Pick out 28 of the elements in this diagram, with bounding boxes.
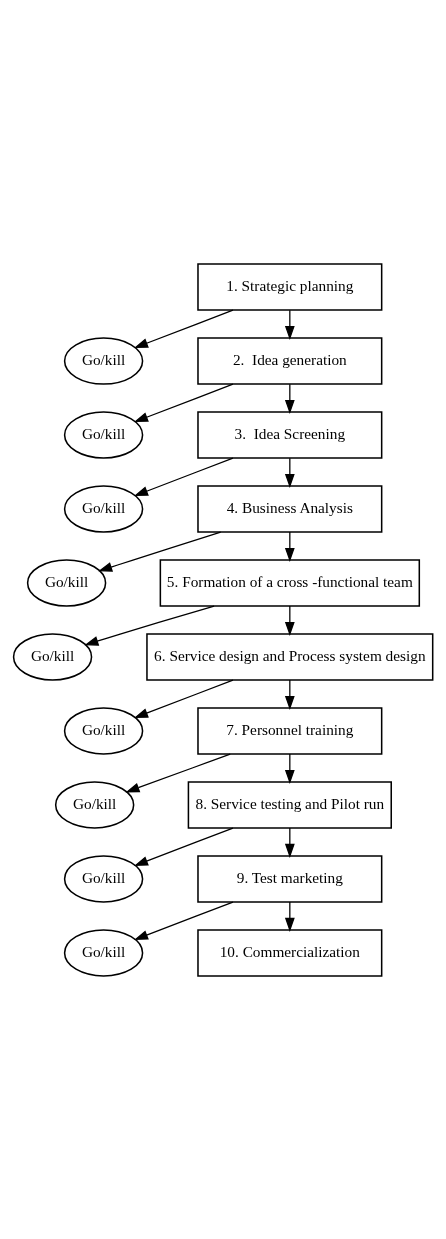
arrow (134, 383, 234, 422)
node-ellipse: Go/kill (63, 928, 144, 977)
arrow (134, 826, 234, 866)
node-box: 10. Commercialization (197, 928, 383, 977)
node-box: 3. Idea Screening (197, 410, 383, 459)
arrow (84, 604, 215, 646)
node-box: 4. Business Analysis (197, 484, 383, 533)
node-box: 2. Idea generation (197, 336, 383, 385)
node-ellipse: Go/kill (63, 706, 144, 755)
arrow (134, 900, 234, 940)
node-ellipse: Go/kill (63, 410, 144, 459)
node-box: 8. Service testing and Pilot run (187, 780, 392, 829)
node-ellipse: Go/kill (63, 336, 144, 385)
arrow (125, 752, 231, 792)
node-box: 1. Strategic planning (197, 262, 383, 311)
node-box: 7. Personnel training (197, 706, 383, 755)
node-box: 5. Formation of a cross -functional team (159, 558, 421, 607)
arrow (134, 457, 234, 496)
node-ellipse: Go/kill (63, 854, 144, 903)
node-ellipse: Go/kill (12, 632, 93, 681)
node-box: 6. Service design and Process system design (146, 632, 434, 681)
node-box: 9. Test marketing (197, 854, 383, 903)
node-ellipse: Go/kill (54, 780, 135, 829)
arrow (134, 678, 234, 718)
node-ellipse: Go/kill (63, 484, 144, 533)
arrow (98, 530, 222, 572)
arrow (134, 309, 234, 348)
node-ellipse: Go/kill (26, 558, 107, 607)
